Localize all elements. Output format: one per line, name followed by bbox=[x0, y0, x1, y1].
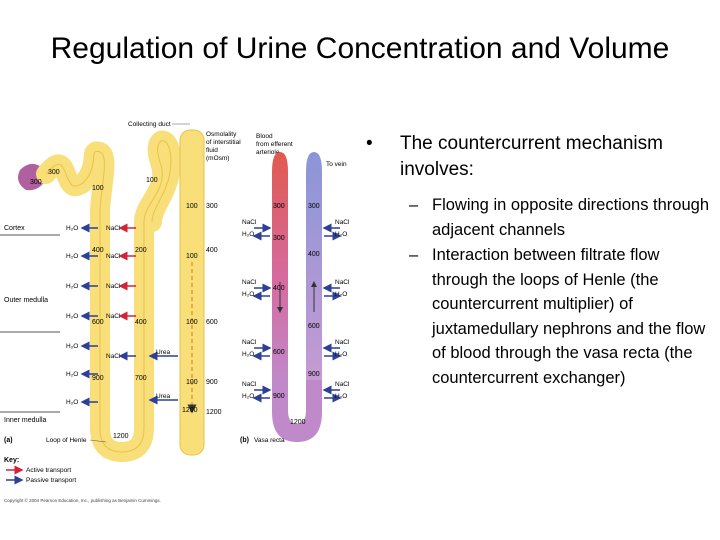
h2o-label-a1: H₂O bbox=[66, 225, 78, 232]
vasa-recta-exchange bbox=[254, 228, 340, 398]
osmolality-line-4: (mOsm) bbox=[206, 155, 229, 162]
h2o-label-a7: H₂O bbox=[66, 399, 78, 406]
vr-h2o-l4: H₂O bbox=[242, 393, 254, 400]
nacl-label-a3: NaCl bbox=[106, 283, 121, 290]
osmolality-line-2: of interstitial bbox=[206, 139, 241, 146]
vasa-recta-ascending bbox=[306, 152, 322, 382]
vr-desc-400: 400 bbox=[273, 285, 285, 292]
vasa-recta-descending bbox=[272, 152, 288, 382]
countercurrent-diagram: Cortex Outer medulla Inner medulla 300 3… bbox=[0, 112, 360, 512]
value-loop-bottom: 1200 bbox=[113, 433, 129, 440]
ascending-limb-nacl-transport bbox=[120, 228, 136, 356]
value-asc-400: 400 bbox=[135, 319, 147, 326]
value-desc-600: 600 bbox=[92, 319, 104, 326]
interstitial-400: 400 bbox=[206, 247, 218, 254]
interstitial-300: 300 bbox=[206, 203, 218, 210]
value-duct-5: 1200 bbox=[182, 407, 198, 414]
vr-desc-900: 900 bbox=[273, 393, 285, 400]
value-dct: 100 bbox=[92, 185, 104, 192]
sub-bullet-2-text: Interaction between filtrate flow throug… bbox=[432, 246, 705, 387]
vr-h2o-r4: H₂O bbox=[335, 393, 347, 400]
value-duct-1: 100 bbox=[186, 203, 198, 210]
value-asc-200: 200 bbox=[135, 247, 147, 254]
h2o-label-a6: H₂O bbox=[66, 371, 78, 378]
key-title: Key: bbox=[4, 457, 19, 464]
vr-nacl-r3: NaCl bbox=[335, 339, 350, 346]
vr-h2o-r1: H₂O bbox=[335, 231, 347, 238]
vr-nacl-r4: NaCl bbox=[335, 381, 350, 388]
h2o-label-a5: H₂O bbox=[66, 343, 78, 350]
value-dct2: 100 bbox=[146, 177, 158, 184]
vr-nacl-l4: NaCl bbox=[242, 381, 257, 388]
region-inner-medulla: Inner medulla bbox=[4, 417, 47, 424]
osmolality-line-3: fluid bbox=[206, 147, 218, 154]
value-duct-2: 100 bbox=[186, 253, 198, 260]
panel-a-caption: Loop of Henle bbox=[46, 437, 87, 444]
vr-h2o-l2: H₂O bbox=[242, 291, 254, 298]
vr-h2o-l1: H₂O bbox=[242, 231, 254, 238]
key-passive-label: Passive transport bbox=[26, 477, 76, 484]
vr-nacl-l3: NaCl bbox=[242, 339, 257, 346]
vasa-recta-loop bbox=[272, 380, 322, 442]
interstitial-1200: 1200 bbox=[206, 409, 222, 416]
sub-bullet-2: – Interaction between filtrate flow thro… bbox=[364, 243, 709, 390]
bullet-main: The countercurrent mechanism involves: bbox=[364, 131, 709, 183]
vr-desc-300a: 300 bbox=[273, 203, 285, 210]
vr-nacl-l2: NaCl bbox=[242, 279, 257, 286]
h2o-label-a4: H₂O bbox=[66, 313, 78, 320]
sub-bullet-1: – Flowing in opposite directions through… bbox=[364, 193, 709, 242]
value-tubule-start: 300 bbox=[30, 179, 42, 186]
value-duct-3: 100 bbox=[186, 319, 198, 326]
key-active-label: Active transport bbox=[26, 467, 71, 474]
value-desc-400: 400 bbox=[92, 247, 104, 254]
nacl-label-a4: NaCl bbox=[106, 313, 121, 320]
vr-asc-400: 400 bbox=[308, 251, 320, 258]
nacl-label-a2: NaCl bbox=[106, 253, 121, 260]
figure-credit: Copyright © 2004 Pearson Education, Inc.… bbox=[4, 497, 161, 503]
interstitial-600: 600 bbox=[206, 319, 218, 326]
urea-label-2: Urea bbox=[156, 393, 170, 400]
vr-h2o-r3: H₂O bbox=[335, 351, 347, 358]
vr-nacl-l1: NaCl bbox=[242, 219, 257, 226]
sub-bullet-1-text: Flowing in opposite directions through a… bbox=[432, 196, 709, 239]
panel-b-caption: Vasa recta bbox=[254, 437, 285, 444]
panel-b-letter: (b) bbox=[240, 437, 249, 444]
vr-nacl-r1: NaCl bbox=[335, 219, 350, 226]
value-desc-900: 900 bbox=[92, 375, 104, 382]
osmolality-line-1: Osmolality bbox=[206, 131, 237, 138]
bullet-list: The countercurrent mechanism involves: –… bbox=[364, 131, 709, 390]
region-cortex: Cortex bbox=[4, 225, 25, 232]
nacl-label-a1: NaCl bbox=[106, 225, 121, 232]
blood-line-2: from efferent bbox=[256, 141, 293, 148]
panel-a-letter: (a) bbox=[4, 437, 13, 444]
h2o-label-a2: H₂O bbox=[66, 253, 78, 260]
dash-marker: – bbox=[409, 193, 418, 218]
h2o-label-a3: H₂O bbox=[66, 283, 78, 290]
vr-h2o-r2: H₂O bbox=[335, 291, 347, 298]
vr-loop-1200: 1200 bbox=[290, 419, 306, 426]
loop-of-henle-tubule bbox=[46, 141, 171, 452]
value-duct-4: 100 bbox=[186, 379, 198, 386]
urea-label-1: Urea bbox=[156, 349, 170, 356]
vr-asc-300: 300 bbox=[308, 203, 320, 210]
vr-nacl-r2: NaCl bbox=[335, 279, 350, 286]
value-asc-700: 700 bbox=[135, 375, 147, 382]
to-vein-label: To vein bbox=[326, 161, 347, 168]
collecting-duct-label: Collecting duct bbox=[128, 121, 171, 128]
region-outer-medulla: Outer medulla bbox=[4, 297, 48, 304]
dash-marker: – bbox=[409, 243, 418, 268]
nacl-label-a5: NaCl bbox=[106, 353, 121, 360]
blood-line-1: Blood bbox=[256, 133, 273, 140]
slide-title: Regulation of Urine Concentration and Vo… bbox=[40, 30, 680, 67]
vr-desc-600: 600 bbox=[273, 349, 285, 356]
interstitial-900: 900 bbox=[206, 379, 218, 386]
vr-asc-900: 900 bbox=[308, 371, 320, 378]
vr-asc-600: 600 bbox=[308, 323, 320, 330]
vr-h2o-l3: H₂O bbox=[242, 351, 254, 358]
vr-desc-300b: 300 bbox=[273, 235, 285, 242]
value-tubule-mid: 300 bbox=[48, 169, 60, 176]
